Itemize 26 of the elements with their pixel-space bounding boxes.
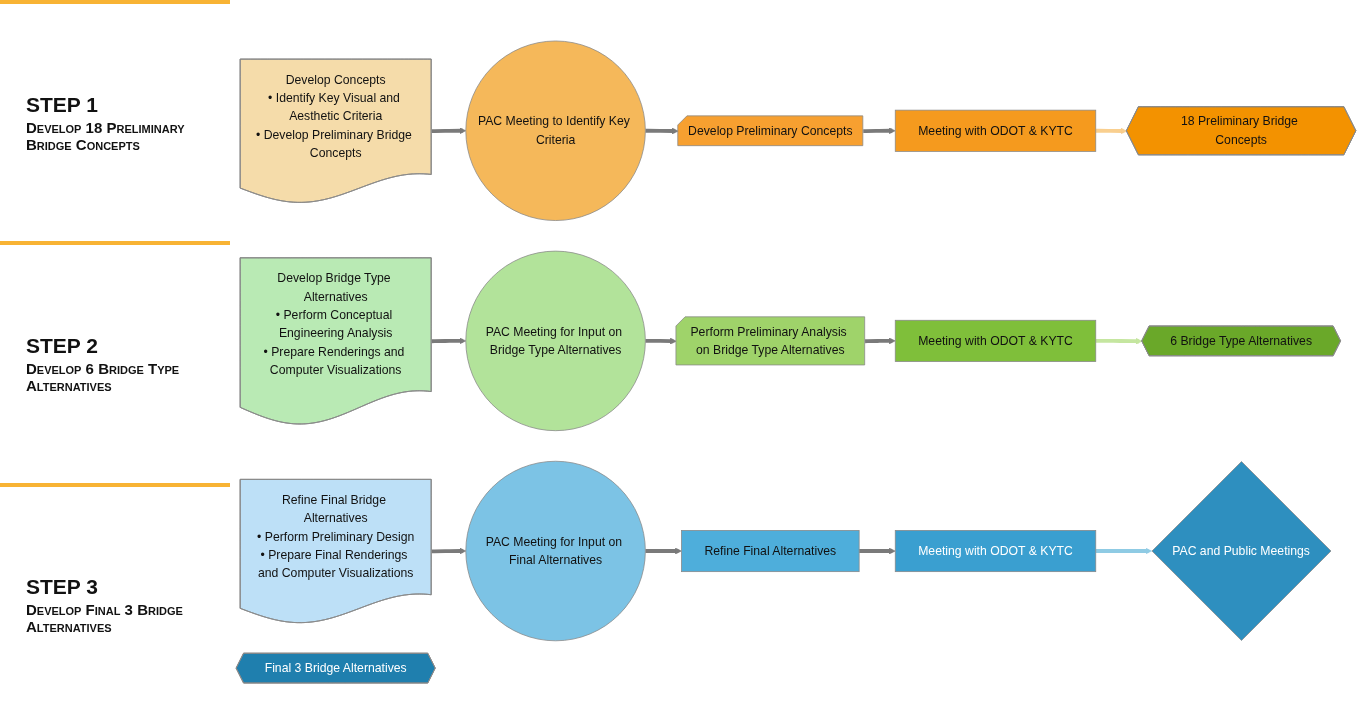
node-diamond: PAC and Public Meetings xyxy=(1151,461,1332,641)
node-box: Meeting with ODOT & KYTC xyxy=(894,530,1097,573)
node-circle: PAC Meeting for Input on Bridge Type Alternatives xyxy=(465,250,646,432)
arrow xyxy=(645,337,677,345)
arrow xyxy=(645,547,682,555)
step-heading: STEP 2 xyxy=(26,334,99,358)
arrow xyxy=(1095,127,1127,135)
step-subtitle: Develop Final 3 Bridge Alternatives xyxy=(26,601,184,636)
arrow xyxy=(431,127,467,135)
step-heading: STEP 1 xyxy=(26,92,99,117)
arrow xyxy=(431,337,467,345)
arrow xyxy=(1095,547,1152,555)
arrow xyxy=(859,547,896,555)
step-subtitle: Develop 18 Preliminary Bridge Concepts xyxy=(26,118,186,153)
arrow xyxy=(431,547,467,555)
node-circle: PAC Meeting to Identify Key Criteria xyxy=(465,40,646,221)
step-subtitle: Develop 6 Bridge Type Alternatives xyxy=(26,360,181,394)
arrow xyxy=(865,337,896,345)
arrow xyxy=(645,127,679,135)
node-box: Refine Final Alternatives xyxy=(681,530,860,573)
node-box: Meeting with ODOT & KYTC xyxy=(894,319,1097,362)
node-box: Meeting with ODOT & KYTC xyxy=(894,109,1097,152)
arrow xyxy=(863,127,896,135)
step-heading: STEP 3 xyxy=(26,575,99,600)
arrow xyxy=(1095,337,1143,345)
node-circle: PAC Meeting for Input on Final Alternatives xyxy=(465,460,646,642)
